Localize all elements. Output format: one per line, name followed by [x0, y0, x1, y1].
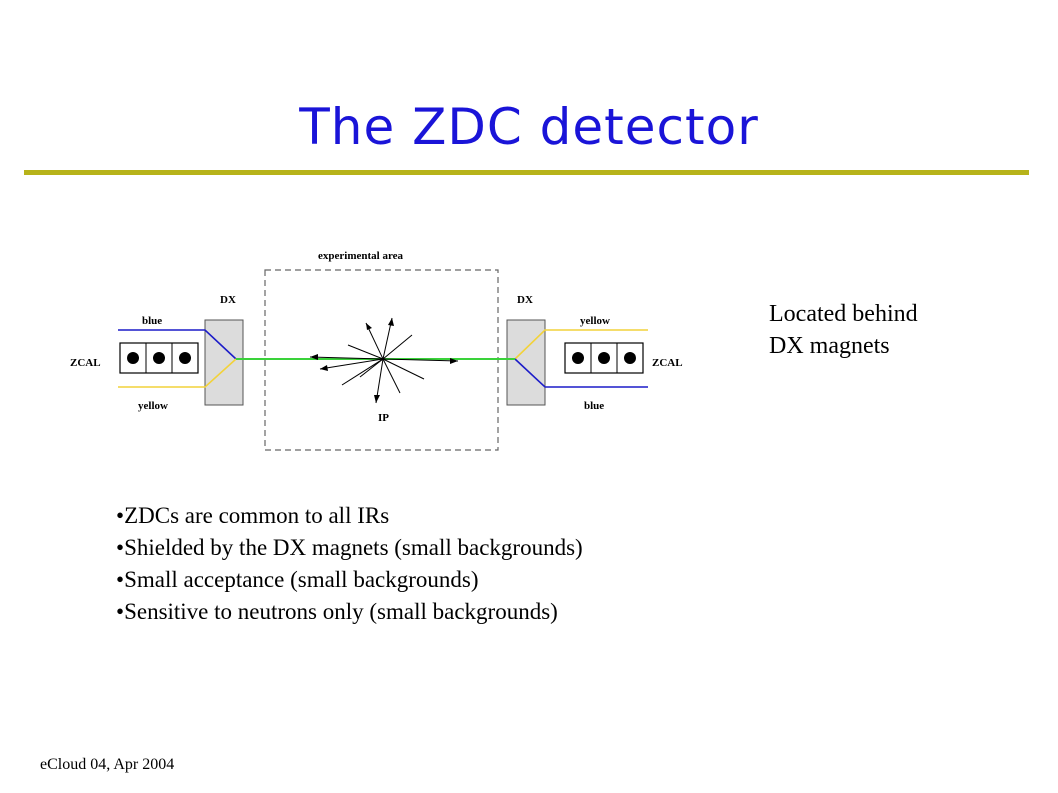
bullet-item: •Shielded by the DX magnets (small backg… — [116, 532, 583, 564]
bullet-item: •Sensitive to neutrons only (small backg… — [116, 596, 583, 628]
label-yellow-left: yellow — [138, 400, 168, 412]
title-underline — [24, 170, 1029, 175]
ip-arrowheads — [310, 318, 458, 403]
note-line-1: Located behind — [769, 301, 918, 327]
zcal-right — [564, 342, 644, 374]
dx-magnet-left — [204, 319, 244, 406]
dx-magnet-right — [506, 319, 546, 406]
label-zcal-left: ZCAL — [70, 357, 101, 369]
blue-beam-right — [514, 358, 648, 388]
bullet-list: •ZDCs are common to all IRs •Shielded by… — [116, 500, 583, 628]
bullet-marker: • — [116, 503, 125, 528]
bullet-item: •Small acceptance (small backgrounds) — [116, 564, 583, 596]
bullet-text: Shielded by the DX magnets (small backgr… — [124, 535, 583, 560]
label-zcal-right: ZCAL — [652, 357, 683, 369]
bullet-marker: • — [116, 599, 125, 624]
bullet-item: •ZDCs are common to all IRs — [116, 500, 583, 532]
yellow-beam-left — [118, 358, 237, 388]
label-ip: IP — [378, 412, 389, 424]
label-experimental-area: experimental area — [318, 250, 404, 262]
label-dx-right: DX — [517, 294, 533, 306]
blue-beam-left — [118, 329, 237, 360]
slide-footer: eCloud 04, Apr 2004 — [40, 756, 175, 773]
slide-title: The ZDC detector — [299, 98, 759, 156]
yellow-beam-right — [514, 329, 648, 360]
bullet-text: Small acceptance (small backgrounds) — [124, 567, 479, 592]
note-line-2: DX magnets — [769, 333, 890, 359]
bullet-marker: • — [116, 567, 125, 592]
zcal-left — [119, 342, 199, 374]
label-dx-left: DX — [220, 294, 236, 306]
located-note: Located behind DX magnets — [769, 298, 918, 362]
bullet-marker: • — [116, 535, 125, 560]
bullet-text: ZDCs are common to all IRs — [124, 503, 390, 528]
label-blue-left: blue — [142, 315, 162, 327]
zdc-diagram: experimental area DX DX blue yellow yell… — [70, 250, 683, 451]
label-yellow-right: yellow — [580, 315, 610, 327]
label-blue-right: blue — [584, 400, 604, 412]
bullet-text: Sensitive to neutrons only (small backgr… — [124, 599, 558, 624]
ip-particle-burst — [309, 317, 459, 404]
